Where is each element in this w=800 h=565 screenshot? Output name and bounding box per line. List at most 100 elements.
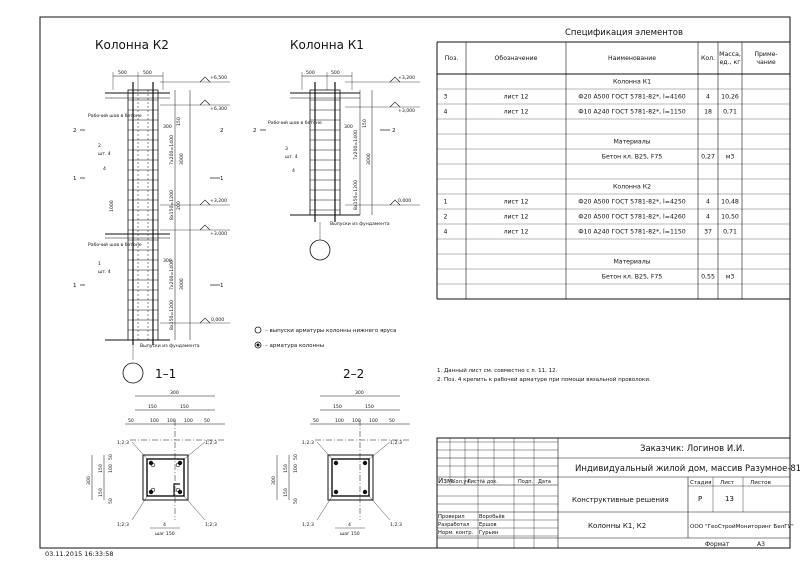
k2-level-6300: +6,300 [210, 106, 227, 112]
k2-level-3200: +3,200 [210, 198, 227, 204]
k1-level-3200: +3,200 [398, 75, 415, 81]
k2-dim-top-2: 500 [143, 70, 152, 76]
s2-dim-50a: 50 [313, 418, 319, 424]
s2-dim-150a: 150 [333, 404, 342, 410]
spec-header-mass-1: Масса, [719, 51, 741, 58]
section-2-2: 2–2 300 150 150 50 100 100 100 50 300 15… [271, 367, 410, 537]
spec-cell-mass: м3 [726, 274, 735, 281]
spec-cell-designation: лист 12 [504, 229, 529, 236]
spec-cell-name: Ф20 А500 ГОСТ 5781-82*, l=4260 [578, 214, 685, 221]
s2-label-br: 1;2;3 [390, 522, 402, 528]
s1-label-bl: 1;2;3 [117, 522, 129, 528]
spec-header-pos: Поз. [445, 55, 459, 62]
s2-dim-300-v: 300 [271, 476, 277, 485]
stamp-name-2: Ершов [479, 522, 497, 528]
k2-stirrups-a: 7х200=1400 [169, 135, 175, 165]
s1-dim-50a: 50 [128, 418, 134, 424]
spec-title: Спецификация элементов [565, 28, 683, 38]
notes: 1. Данный лист см. совместно с л. 11, 12… [437, 367, 651, 383]
s1-dim-100b: 100 [167, 418, 176, 424]
spec-cell-qty: 0,27 [701, 154, 715, 161]
spec-cell-mass: 10,26 [721, 94, 739, 101]
format-label: Формат [705, 541, 730, 548]
s2-dim-100c: 100 [369, 418, 378, 424]
spec-cell-designation: лист 12 [504, 109, 529, 116]
section-1-1: 1–1 300 150 150 50 100 100 100 50 300 15… [86, 367, 225, 537]
s1-dim-150b: 150 [180, 404, 189, 410]
column-k1-drawing: Колонна К1 500 500 3000 7х200=1400 8х150… [253, 38, 420, 261]
k2-dim-200: 200 [176, 201, 182, 210]
spec-cell-pos: 1 [444, 199, 448, 206]
stamp-sheet-v: 13 [725, 495, 734, 503]
k2-pos-2: 2 [98, 143, 101, 149]
stamp-customer: Заказчик: Логинов И.И. [640, 444, 745, 454]
k2-level-marks: +6,500 +6,300 +3,200 +3,000 0,000 [160, 75, 230, 324]
spec-header-name: Наименование [608, 55, 656, 62]
k2-stirrups-c: 7х200=1400 [169, 260, 175, 290]
spec-header-note-2: чание [756, 59, 776, 66]
k1-dim-150: 150 [362, 119, 368, 128]
section-2-2-title: 2–2 [343, 367, 364, 381]
k2-joint-label-1: Рабочий шов в бетоне [88, 112, 142, 119]
spec-cell-name: Бетон кл. В25, F75 [602, 274, 663, 281]
stamp-role-3: Норм. контр. [438, 530, 474, 536]
k2-level-6500: +6,500 [210, 75, 227, 81]
s2-dim-100a: 100 [335, 418, 344, 424]
section-1-1-title: 1–1 [155, 367, 176, 381]
s2-dim-50-v2: 50 [293, 498, 299, 504]
s1-label-br: 1;2;3 [205, 522, 217, 528]
stamp-name-3: Гурьин [479, 530, 498, 536]
column-k2-drawing: Колонна К2 500 500 [73, 38, 230, 384]
s1-dim-150a: 150 [148, 404, 157, 410]
spec-header-mass-2: ед., кг [720, 59, 741, 66]
s1-pos: 4 [163, 522, 166, 528]
s1-dim-100a: 100 [150, 418, 159, 424]
k2-level-3000: +3,000 [210, 231, 227, 237]
legend: – выпуски арматуры колонны нижнего яруса… [254, 326, 396, 349]
note-2: 2. Поз. 4 крепить к рабочей арматуре при… [437, 376, 651, 383]
k1-stirrups-b: 8х150=1200 [353, 180, 359, 210]
stamp-project: Индивидуальный жилой дом, массив Разумно… [575, 464, 800, 474]
s1-dim-300-v: 300 [86, 476, 92, 485]
k2-dim-1000: 1000 [109, 200, 115, 212]
spec-cell-pos: 4 [444, 229, 448, 236]
spec-cell-name: Бетон кл. В25, F75 [602, 154, 663, 161]
spec-cell-mass: 0,71 [723, 109, 737, 116]
s1-dim-150-v: 150 [98, 464, 104, 473]
k2-section-mark-right-2: 1 [220, 176, 224, 182]
k2-pos-4: 4 [103, 166, 106, 172]
stamp-section: Конструктивные решения [572, 496, 669, 504]
k1-pos-4: 4 [292, 168, 295, 174]
stamp-col-date: Дата [538, 479, 551, 485]
s2-label-tr: 1;2;3 [390, 440, 402, 446]
note-1: 1. Данный лист см. совместно с л. 11, 12… [437, 367, 558, 374]
k1-dim-top-2: 500 [331, 70, 340, 76]
s2-dim-50-v: 50 [293, 454, 299, 460]
spec-cell-designation: лист 12 [504, 199, 529, 206]
k1-level-marks: +3,200 +3,000 0,000 [345, 75, 420, 206]
spec-cell-name: Ф20 А500 ГОСТ 5781-82*, l=4250 [578, 199, 685, 206]
spec-cell-mass: 10,50 [721, 214, 739, 221]
k1-level-0000: 0,000 [398, 198, 411, 204]
k1-pos-3: 3 [285, 146, 288, 152]
legend-item-outlets: – выпуски арматуры колонны нижнего яруса [265, 328, 396, 334]
k2-section-mark-right-3: 1 [220, 283, 224, 289]
stamp-stage-h: Стадия [690, 480, 711, 486]
k2-dim-300: 300 [163, 124, 172, 130]
s2-dim-300: 300 [355, 390, 364, 396]
title-block: Заказчик: Логинов И.И. Индивидуальный жи… [436, 437, 800, 549]
k2-title: Колонна К2 [95, 38, 169, 52]
k2-level-0000: 0,000 [211, 317, 224, 323]
spec-cell-qty: 0,55 [701, 274, 715, 281]
k1-axis-bubble [309, 239, 331, 261]
stamp-org: ООО "ГеоСтройМониторинг БелГУ" [690, 523, 794, 530]
spec-cell-qty: 4 [706, 94, 710, 101]
k1-level-3000: +3,000 [398, 108, 415, 114]
s1-dim-50b: 50 [204, 418, 210, 424]
k2-pos-1-count: шт. 4 [98, 269, 111, 275]
spec-group-header: Материалы [613, 259, 650, 266]
legend-item-rebar: – арматура колонны [265, 343, 324, 349]
s2-dim-150-v2: 150 [283, 488, 289, 497]
s1-dim-100-v: 100 [108, 464, 114, 473]
